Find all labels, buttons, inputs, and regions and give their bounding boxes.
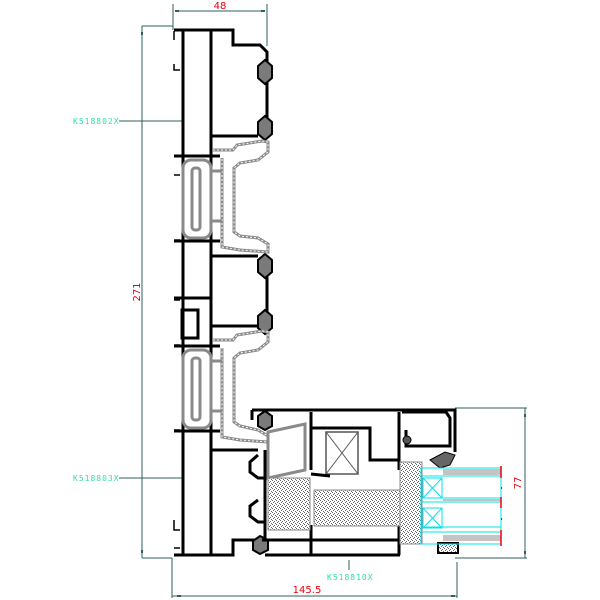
part-code-k518810x: K518810X	[327, 573, 374, 582]
part-label-bottom: K518810X	[327, 560, 374, 582]
thermal-break-upper	[181, 139, 270, 254]
dimension-77-label: 77	[513, 477, 524, 490]
thermal-break-lower	[181, 329, 270, 444]
sash-profile	[250, 408, 459, 557]
dimension-48-label: 48	[214, 1, 227, 12]
glazing-unit	[420, 466, 502, 546]
vertical-frame-profile	[173, 28, 273, 557]
dimension-top-width: 48	[172, 1, 268, 46]
dimension-145-5-label: 145.5	[293, 585, 322, 596]
part-code-k518802x: K518802X	[73, 117, 120, 126]
dimension-bottom-width: 145.5	[171, 558, 458, 598]
dimension-271-label: 271	[132, 282, 143, 301]
dimension-right-height: 77	[455, 407, 527, 559]
part-label-upper: K518802X	[73, 117, 183, 126]
part-label-lower: K518803X	[73, 474, 183, 483]
dimension-total-height: 271	[132, 25, 173, 559]
part-code-k518803x: K518803X	[73, 474, 120, 483]
